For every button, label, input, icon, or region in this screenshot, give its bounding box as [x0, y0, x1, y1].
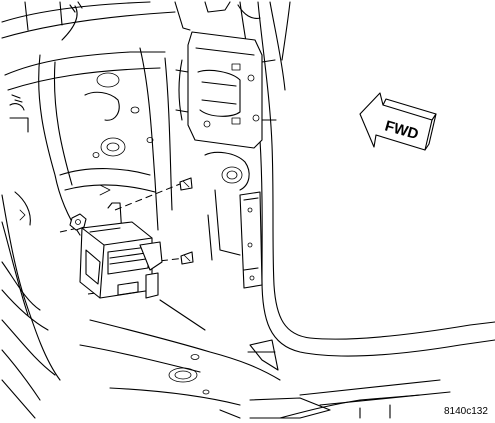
pillar-bracket	[204, 151, 263, 289]
inner-body-panel	[1, 1, 176, 236]
striker-plate	[175, 31, 277, 149]
figure-number: 8140c132	[444, 406, 488, 417]
upper-stud	[179, 177, 193, 191]
mounting-nut	[69, 213, 87, 231]
control-module	[79, 202, 163, 299]
forward-direction-arrow: FWD	[359, 92, 437, 151]
floor-panel-bottom	[79, 299, 451, 419]
floor-panel-left	[1, 191, 61, 419]
lower-stud	[180, 251, 194, 265]
